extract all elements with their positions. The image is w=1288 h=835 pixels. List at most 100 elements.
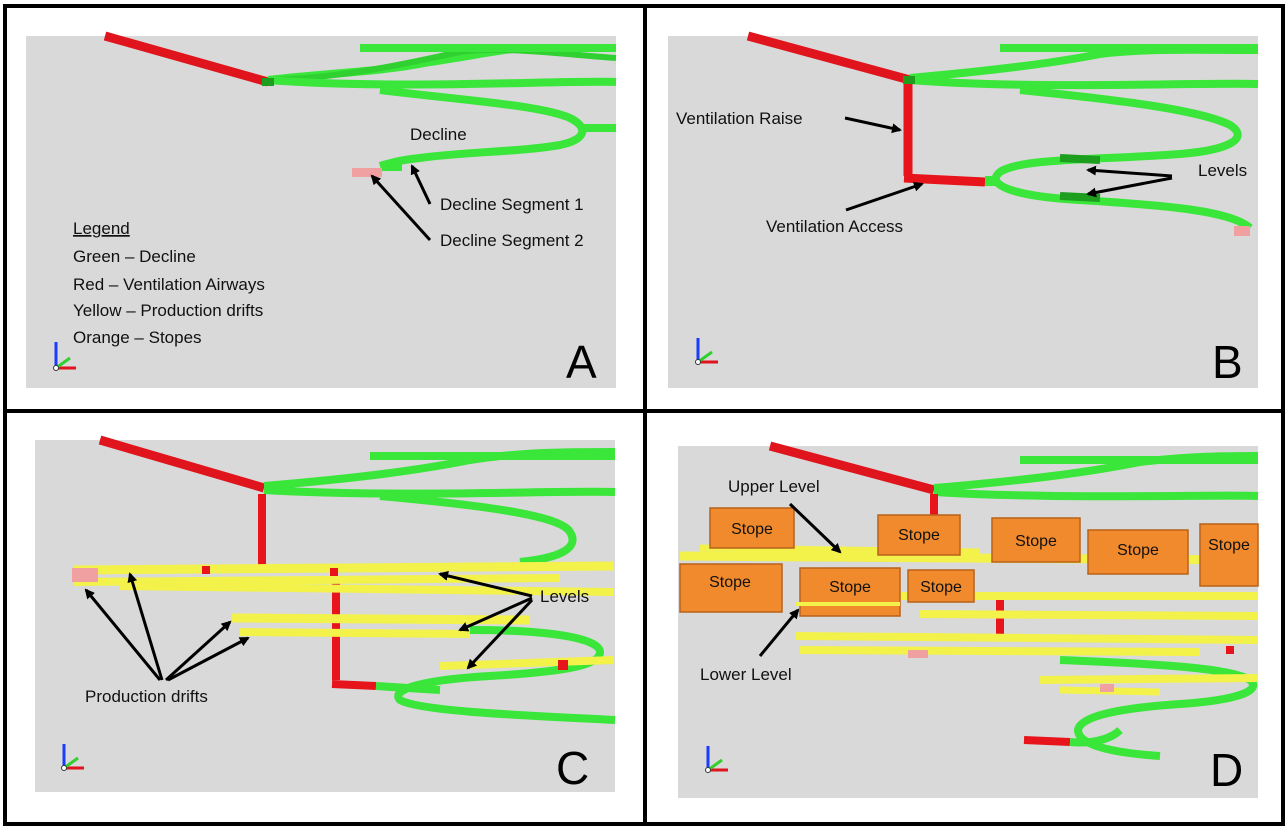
ventilation-access — [331, 680, 377, 690]
label-levels: Levels — [540, 587, 589, 606]
production-drift-1 — [73, 561, 615, 575]
label-upper-level: Upper Level — [728, 477, 820, 496]
ventilation-airway — [768, 441, 936, 495]
legend-item-decline: Green – Decline — [73, 247, 196, 266]
legend-item-production: Yellow – Production drifts — [73, 301, 263, 320]
production-drift-3 — [119, 582, 615, 596]
label-ventilation-raise: Ventilation Raise — [676, 109, 803, 128]
arrow-level-3 — [466, 598, 534, 670]
panel-letter-b: B — [1212, 336, 1243, 388]
stope-8: Stope — [907, 569, 975, 603]
arrow-level-1 — [438, 570, 533, 598]
arrow-upper-level — [788, 502, 842, 554]
decline-curve-lower — [394, 626, 616, 724]
decline-segment-1-block — [382, 162, 402, 171]
axis-triad-icon — [705, 746, 728, 773]
stope-6: Stope — [679, 563, 783, 613]
stope-label: Stope — [1208, 537, 1250, 554]
level-stub-lower — [1059, 192, 1101, 202]
panel-a: Decline Decline Segment 1 Decline Segmen… — [26, 31, 617, 388]
access-junction — [985, 176, 997, 186]
drift-end-block — [72, 568, 98, 582]
decline-access-link — [375, 682, 441, 694]
panel-d: Stope Stope Stope Stope Stope Stope Stop… — [678, 441, 1259, 798]
arrow-drift-2 — [127, 572, 164, 681]
stope-label: Stope — [898, 527, 940, 544]
decline-curve — [378, 86, 587, 170]
drift-end-block — [908, 650, 928, 658]
label-production-drifts: Production drifts — [85, 687, 208, 706]
label-ventilation-access: Ventilation Access — [766, 217, 903, 236]
panel-letter-a: A — [566, 336, 597, 388]
decline-segment-2-block — [352, 168, 382, 177]
axis-triad-icon — [695, 338, 718, 365]
stope-3: Stope — [991, 517, 1081, 563]
vent-node — [202, 566, 210, 574]
vent-node — [558, 660, 568, 670]
panel-d-viewport — [678, 446, 1258, 798]
stope-label: Stope — [709, 574, 751, 591]
decline-end-block — [1234, 226, 1250, 236]
legend-title: Legend — [73, 219, 130, 238]
production-drift-6 — [799, 646, 1201, 656]
arrow-access — [845, 181, 924, 212]
arrow-drift-3 — [164, 620, 232, 682]
drift-end-block — [1100, 684, 1114, 692]
panel-b-viewport — [668, 36, 1258, 388]
arrow-level-lower — [1086, 176, 1173, 198]
arrow-drift-1 — [84, 588, 162, 681]
label-decline-segment-2: Decline Segment 2 — [440, 231, 584, 250]
arrow-raise — [844, 116, 902, 134]
label-decline-segment-1: Decline Segment 1 — [440, 195, 584, 214]
decline-branch-mid — [909, 76, 1259, 90]
stope-label: Stope — [829, 579, 871, 596]
axis-triad-icon — [53, 342, 76, 371]
ventilation-airway — [746, 31, 912, 85]
legend-item-ventilation: Red – Ventilation Airways — [73, 275, 265, 294]
decline-branch-top — [267, 46, 617, 83]
production-drift-5 — [795, 632, 1259, 644]
stope-2: Stope — [877, 514, 961, 556]
arrow-segment-2 — [370, 174, 432, 242]
stope-label: Stope — [920, 579, 962, 596]
production-drift-4 — [919, 610, 1259, 620]
decline-lower-curve — [1059, 656, 1258, 760]
label-levels: Levels — [1198, 161, 1247, 180]
label-lower-level: Lower Level — [700, 665, 792, 684]
junction-block — [903, 76, 915, 84]
stope-label: Stope — [1117, 542, 1159, 559]
decline-access-link — [1069, 726, 1123, 747]
decline-branch-mid — [933, 488, 1259, 501]
vent-node — [1226, 646, 1234, 654]
panel-b: Ventilation Raise Ventilation Access Lev… — [668, 31, 1259, 388]
arrow-level-upper — [1086, 165, 1173, 178]
panel-c: Levels Production drifts C — [35, 435, 616, 794]
stope-label: Stope — [731, 521, 773, 538]
stope-label: Stope — [1015, 533, 1057, 550]
production-drift-7 — [1039, 674, 1259, 684]
panel-letter-c: C — [556, 742, 589, 794]
decline-curve-upper — [379, 492, 577, 566]
arrow-lower-level — [758, 608, 800, 657]
production-drift-2 — [73, 574, 561, 586]
legend-item-stopes: Orange – Stopes — [73, 328, 202, 347]
production-drift-5 — [239, 628, 471, 638]
decline-branch-mid — [267, 76, 617, 89]
decline-branch-mid — [263, 486, 616, 498]
panel-letter-d: D — [1210, 744, 1243, 796]
stope-5: Stope — [1199, 523, 1259, 587]
ventilation-airway — [98, 435, 266, 493]
level-stub-upper — [1059, 154, 1101, 164]
arrow-segment-1 — [410, 164, 432, 205]
ventilation-access — [1023, 736, 1071, 746]
stope-7: Stope — [799, 567, 901, 617]
junction-block — [262, 78, 274, 86]
label-decline: Decline — [410, 125, 467, 144]
ventilation-access — [903, 173, 986, 187]
ventilation-airway — [103, 31, 270, 87]
axis-triad-icon — [61, 744, 84, 771]
arrow-level-2 — [458, 596, 533, 632]
stope-4: Stope — [1087, 529, 1189, 575]
